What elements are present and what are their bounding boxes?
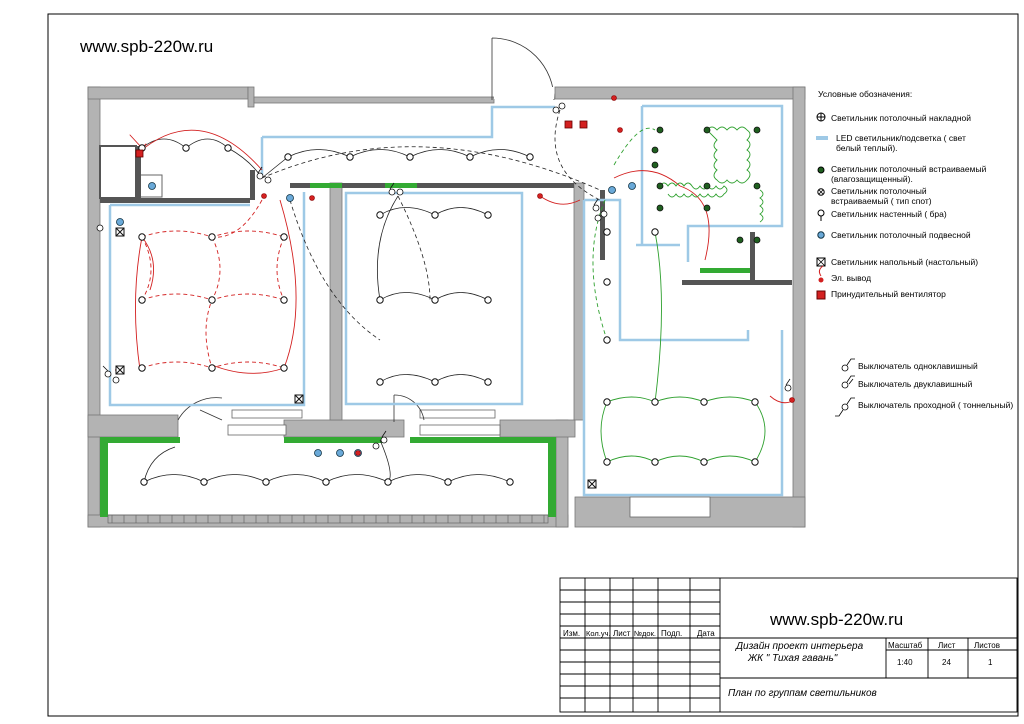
switch-double-icon xyxy=(841,375,855,389)
wiring-red xyxy=(129,129,791,404)
recessed-spot-icon xyxy=(817,188,825,196)
watermark-top[interactable]: www.spb-220w.ru xyxy=(80,37,214,56)
legend-item-outlet: Эл. вывод xyxy=(831,273,872,283)
tb-sheet-label: Лист xyxy=(938,641,956,650)
fan-icon xyxy=(816,290,826,300)
legend-item-wall-sconce: Светильник настенный ( бра) xyxy=(831,209,947,219)
legend-switch-double: Выключатель двуклавишный xyxy=(858,379,973,389)
tb-project-line2: ЖК " Тихая гавань" xyxy=(748,653,838,664)
sheet-frame xyxy=(47,13,1019,717)
legend-item-ceiling-surface: Светильник потолочный накладной xyxy=(831,113,972,123)
green-elements xyxy=(100,183,750,517)
bathroom-block xyxy=(99,145,255,203)
legend-switch-pass: Выключатель проходной ( тоннельный) xyxy=(858,400,1014,410)
tb-project-line1: Дизайн проект интерьера xyxy=(736,641,864,652)
wall-sconce-icon xyxy=(817,209,825,221)
floor-lamps xyxy=(115,227,597,489)
floor-lamp-icon xyxy=(816,257,826,267)
legend-item-recessed-wet: Светильник потолочный встраиваемый (влаг… xyxy=(831,164,987,184)
legend-title: Условные обозначения: xyxy=(818,89,913,99)
switches xyxy=(96,102,792,450)
pendants xyxy=(116,182,636,457)
led-strips xyxy=(108,104,784,497)
wiring-red-dashed xyxy=(141,199,285,369)
legend-item-recessed-spot: Светильник потолочный встраиваемый ( тип… xyxy=(831,186,932,206)
tb-scale-value: 1:40 xyxy=(897,658,913,667)
switch-single-icon xyxy=(841,358,855,372)
balcony-window xyxy=(107,514,549,524)
watermark-title-block[interactable]: www.spb-220w.ru xyxy=(770,610,904,629)
ceiling-wet xyxy=(651,126,761,244)
legend-item-pendant: Светильник потолочный подвесной xyxy=(831,230,971,240)
tb-col-izm: Изм. xyxy=(563,629,581,638)
legend-item-led: LED светильник/подсветка ( свет белый те… xyxy=(836,133,966,153)
title-block-lines xyxy=(559,577,1018,713)
legend-symbols xyxy=(816,112,855,417)
tb-sheets-label: Листов xyxy=(974,641,1000,650)
legend-switch-single: Выключатель одноклавишный xyxy=(858,361,978,371)
wiring-green xyxy=(600,126,766,463)
tb-col-ndok: №док. xyxy=(634,629,656,638)
tb-col-koluch: Кол.уч. xyxy=(586,629,611,638)
pendant-icon xyxy=(817,231,825,239)
wiring-dashed xyxy=(261,109,601,341)
tb-scale-label: Масштаб xyxy=(888,641,923,650)
outlet-icon xyxy=(818,265,824,283)
doors xyxy=(177,37,555,422)
tb-col-data: Дата xyxy=(697,629,715,638)
windows xyxy=(227,409,711,518)
legend-item-fan: Принудительный вентилятор xyxy=(831,289,946,299)
tb-drawing-name: План по группам светильников xyxy=(728,688,877,699)
recessed-wet-icon xyxy=(817,166,825,174)
tb-sheet-value: 24 xyxy=(942,658,951,667)
led-strip-icon xyxy=(816,136,828,140)
tb-col-podp: Подп. xyxy=(661,629,683,638)
tb-col-list: Лист xyxy=(613,629,631,638)
ceiling-surface-icon xyxy=(816,112,826,122)
switch-pass-icon xyxy=(835,397,855,417)
legend-item-floor-lamp: Светильник напольный (настольный) xyxy=(831,257,979,267)
tb-sheets-value: 1 xyxy=(988,658,993,667)
fans xyxy=(135,120,588,158)
walls xyxy=(87,86,806,528)
wiring-green-dashed xyxy=(592,127,656,341)
